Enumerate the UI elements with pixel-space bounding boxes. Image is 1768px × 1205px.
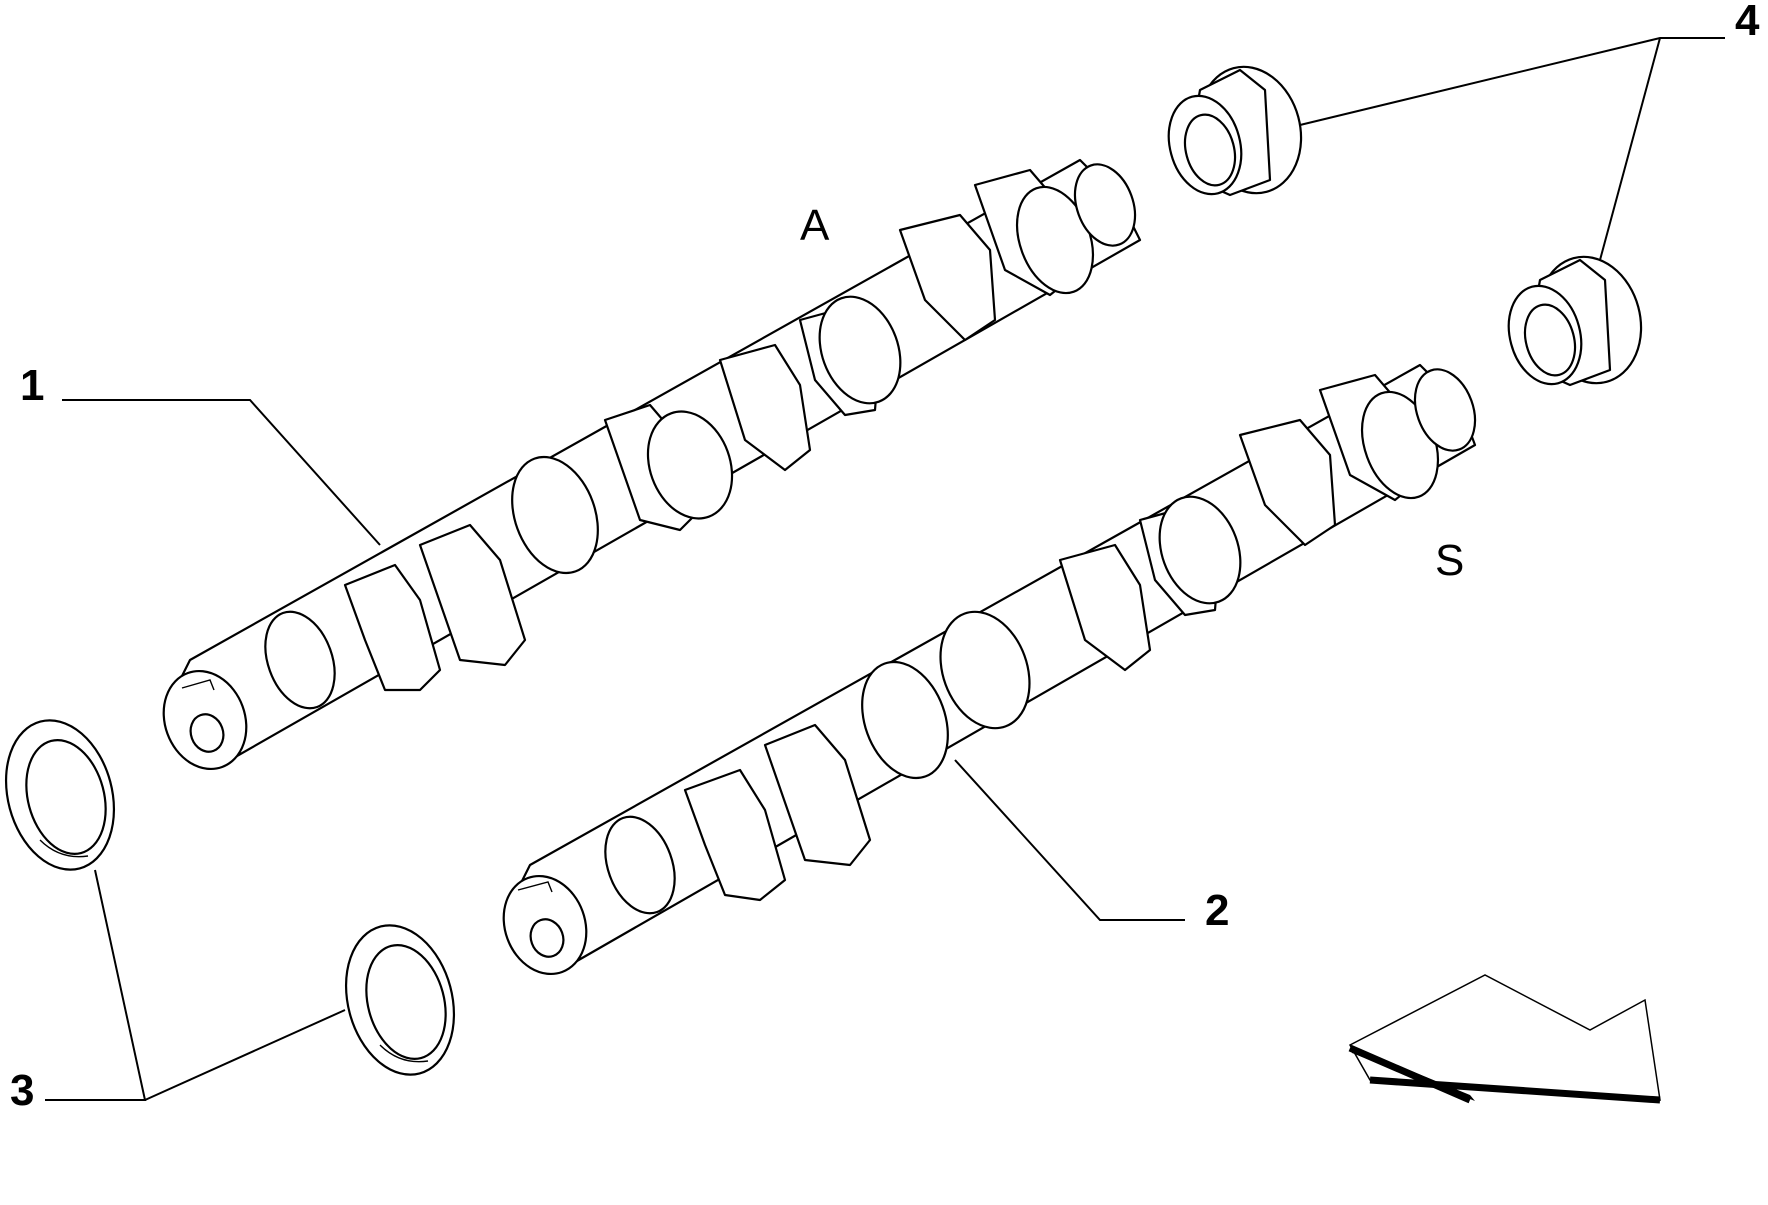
leader-lines bbox=[45, 37, 1725, 1101]
camshaft-2[interactable] bbox=[490, 361, 1485, 986]
bushing-4-top[interactable] bbox=[1158, 55, 1315, 205]
callout-label-4: 4 bbox=[1735, 0, 1760, 45]
bushing-4-bottom[interactable] bbox=[1498, 245, 1655, 395]
zone-label-a: A bbox=[800, 201, 830, 250]
camshaft-1[interactable] bbox=[150, 156, 1145, 781]
callout-label-1: 1 bbox=[20, 361, 44, 410]
callout-label-2: 2 bbox=[1205, 886, 1229, 935]
direction-arrow-icon bbox=[1348, 974, 1661, 1104]
seal-3-left[interactable] bbox=[0, 708, 130, 882]
zone-label-s: S bbox=[1435, 536, 1464, 585]
seal-3-right[interactable] bbox=[330, 913, 470, 1087]
callout-label-3: 3 bbox=[10, 1066, 34, 1115]
